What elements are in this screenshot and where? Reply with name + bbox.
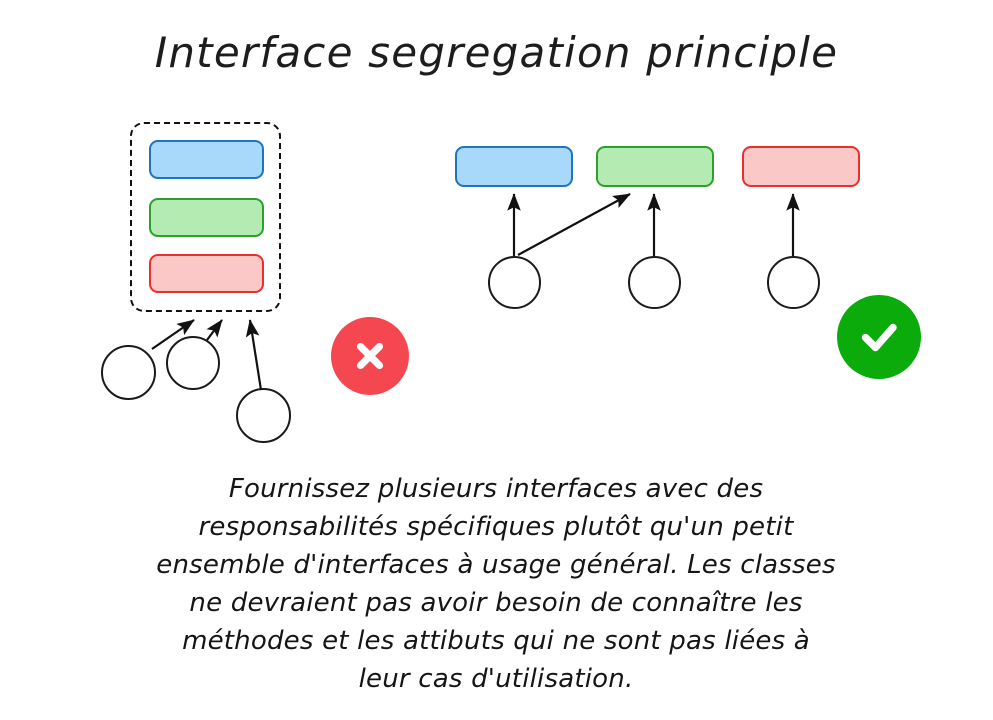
bad-client-1[interactable] bbox=[101, 345, 156, 400]
bad-interface-green[interactable] bbox=[149, 198, 264, 237]
page-title: Interface segregation principle bbox=[154, 28, 839, 77]
good-interface-red[interactable] bbox=[742, 146, 860, 187]
bad-verdict-badge bbox=[331, 317, 409, 395]
description-line-3: ensemble d'interfaces à usage général. L… bbox=[156, 550, 836, 580]
description-line-1: Fournissez plusieurs interfaces avec des bbox=[228, 474, 764, 504]
description-text: Fournissez plusieurs interfaces avec des… bbox=[96, 470, 896, 698]
bad-arrow-client2 bbox=[206, 319, 223, 341]
bad-interface-red[interactable] bbox=[149, 254, 264, 293]
good-verdict-badge bbox=[837, 295, 921, 379]
bad-interface-blue[interactable] bbox=[149, 140, 264, 179]
good-arrow-client1-green bbox=[517, 193, 631, 256]
description-line-4: ne devraient pas avoir besoin de connaît… bbox=[189, 588, 803, 618]
description-line-5: méthodes et les attibuts qui ne sont pas… bbox=[182, 626, 810, 656]
check-icon bbox=[861, 323, 897, 352]
good-client-2[interactable] bbox=[628, 256, 681, 309]
description-line-6: leur cas d'utilisation. bbox=[358, 664, 634, 694]
good-interface-green[interactable] bbox=[596, 146, 714, 187]
fat-interface-container bbox=[130, 122, 281, 312]
good-interface-blue[interactable] bbox=[455, 146, 573, 187]
cross-icon bbox=[356, 342, 384, 370]
good-client-1[interactable] bbox=[488, 256, 541, 309]
bad-client-3[interactable] bbox=[236, 388, 291, 443]
bad-arrow-client3 bbox=[245, 319, 263, 391]
bad-client-2[interactable] bbox=[166, 336, 220, 390]
description-line-2: responsabilités spécifiques plutôt qu'un… bbox=[198, 512, 794, 542]
good-client-3[interactable] bbox=[767, 256, 820, 309]
